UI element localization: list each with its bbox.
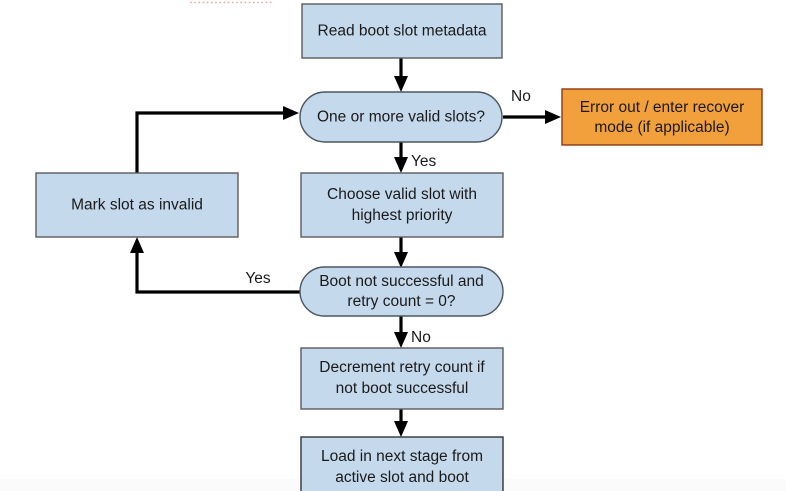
node-error-out-enter-recover-mode[interactable]: Error out / enter recover mode (if appli… [561,88,763,146]
node-choose-valid-slot-with-highest-priority[interactable]: Choose valid slot with highest priority [300,172,504,238]
arrowhead-down [394,252,408,268]
node-label-error-line-2: mode (if applicable) [594,119,729,136]
edge-boot-check-yes-to-mark-invalid [130,237,301,294]
node-shape-process [35,172,239,238]
node-label-error-line-1: Error out / enter recover [580,99,745,116]
arrowhead-up [130,237,144,253]
arrowhead-right [283,106,299,120]
node-label-read-boot-slot-metadata: Read boot slot metadata [318,23,487,40]
edge-valid-slots-no-to-error [503,110,561,124]
node-label-boot-check-line-2: retry count = 0? [347,293,456,310]
node-shape-process [300,172,504,238]
node-label-load-line-2: active slot and boot [335,469,469,486]
arrowhead-down [394,76,408,92]
node-label-choose-line-2: highest priority [352,207,453,224]
edge-label-no-to-decrement: No [411,329,431,346]
arrowhead-right [545,110,561,124]
edge-label-yes-to-choose: Yes [411,153,437,170]
node-read-boot-slot-metadata[interactable]: Read boot slot metadata [301,3,503,59]
node-mark-slot-as-invalid[interactable]: Mark slot as invalid [35,172,239,238]
arrowhead-down [394,157,408,173]
edge-label-yes-to-mark-invalid: Yes [245,270,271,287]
edge-boot-check-no-to-decrement [394,316,408,348]
node-label-decrement-line-1: Decrement retry count if [319,359,485,376]
node-label-choose-line-1: Choose valid slot with [327,186,477,203]
node-boot-not-successful-and-retry-count-zero[interactable]: Boot not successful and retry count = 0? [299,266,504,317]
arrowhead-down [394,332,408,348]
node-shape-process [300,347,504,410]
node-shape-process [300,436,504,491]
node-label-decrement-line-2: not boot successful [336,380,469,397]
edge-mark-invalid-to-valid-slots [135,106,299,173]
node-label-mark-slot-as-invalid: Mark slot as invalid [71,197,203,214]
edge-decrement-to-load [394,409,408,437]
edge-choose-to-boot-check [394,237,408,268]
node-shape-decision [299,91,503,143]
node-label-boot-check-line-1: Boot not successful and [319,273,484,290]
node-label-load-line-1: Load in next stage from [321,448,483,465]
arrowhead-down [394,421,408,437]
node-shape-error [561,88,763,146]
edge-valid-slots-yes-to-choose [394,142,408,173]
node-shape-process [301,3,503,59]
edge-read-to-valid-slots [394,58,408,92]
node-load-in-next-stage-from-active-slot-and-boot[interactable]: Load in next stage from active slot and … [300,436,504,491]
node-label-one-or-more-valid-slots: One or more valid slots? [317,109,485,126]
node-one-or-more-valid-slots[interactable]: One or more valid slots? [299,91,503,143]
node-shape-decision [299,266,504,317]
node-decrement-retry-count-if-not-boot-successful[interactable]: Decrement retry count if not boot succes… [300,347,504,410]
edge-label-no-to-error: No [511,88,531,105]
